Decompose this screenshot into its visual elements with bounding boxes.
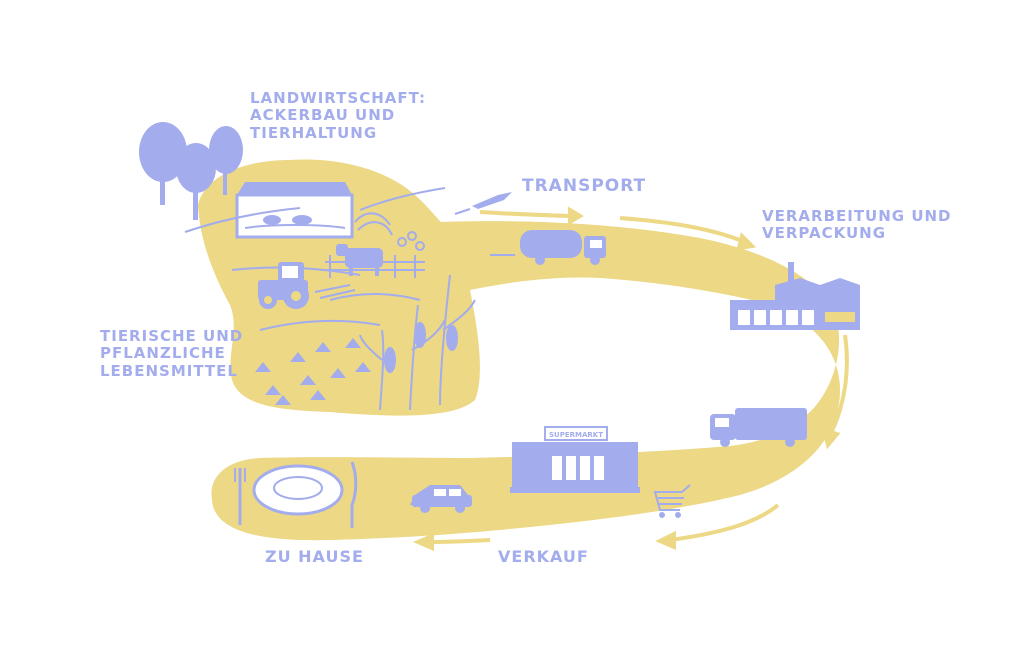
airplane-icon — [454, 192, 512, 215]
sale-arrow — [655, 503, 780, 551]
delivery-truck-icon — [710, 408, 807, 447]
corn-plants-icon — [359, 274, 476, 411]
processing-arrow — [821, 334, 849, 450]
tractor-icon — [258, 262, 309, 309]
trees-icon — [139, 122, 243, 220]
sale-label: VERKAUF — [498, 547, 589, 566]
path-track — [211, 221, 840, 541]
food-label: TIERISCHE UND PFLANZLICHE LEBENSMITTEL — [100, 327, 244, 380]
processing-label: VERARBEITUNG UND VERPACKUNG — [762, 207, 952, 243]
supermarket-sign: SUPERMARKT — [549, 431, 603, 439]
lettuce-plants-icon — [255, 338, 371, 405]
farm-label: LANDWIRTSCHAFT: ACKERBAU UND TIERHALTUNG — [250, 89, 427, 142]
fence-icon — [325, 255, 425, 278]
tanker-truck-icon — [490, 230, 606, 265]
shopping-cart-icon — [653, 484, 691, 518]
supermarket-icon: SUPERMARKT — [510, 426, 640, 493]
transport-arrows — [479, 206, 757, 251]
barn-with-pigs-icon — [235, 182, 354, 239]
transport-label: TRANSPORT — [522, 176, 647, 196]
car-icon — [410, 485, 472, 513]
hay-bales-icon — [354, 212, 425, 251]
plate-with-cutlery-icon — [234, 461, 358, 528]
factory-icon — [730, 262, 860, 330]
plough-icon — [314, 284, 356, 299]
home-label: ZU HAUSE — [265, 547, 364, 566]
home-arrow — [412, 532, 491, 552]
